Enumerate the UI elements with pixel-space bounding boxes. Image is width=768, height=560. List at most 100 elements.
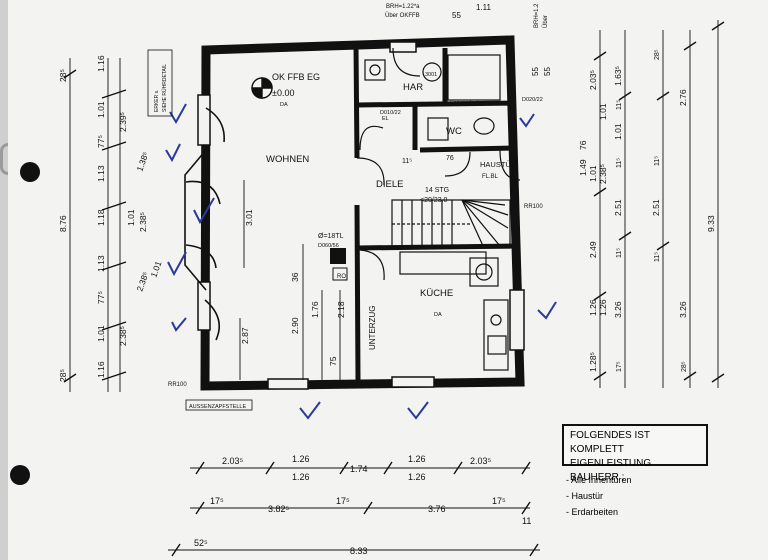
dim-label: 1.26 <box>588 299 598 316</box>
dim-label: 11⁵ <box>654 252 661 262</box>
dim-label: 2.51 <box>651 199 661 216</box>
label-ueber-right: Über <box>542 15 549 28</box>
level-da: DA <box>280 102 288 108</box>
dim-label: 28⁵ <box>681 361 688 372</box>
check-marks <box>165 103 557 420</box>
misc-labels: BRH=1.22*a Über OKFFB BRH=1.2 Über Servi… <box>147 3 549 411</box>
dim-label: 2.38⁵ <box>118 326 128 346</box>
dim-label: 52⁵ <box>194 538 208 548</box>
dim-label: 1.01 <box>96 325 106 342</box>
dim-label: 75 <box>328 356 338 366</box>
room-wc: WC <box>446 126 462 137</box>
label-aussenzapfstelle: AUSSENZAPFSTELLE <box>189 404 246 410</box>
dim-label: 28⁵ <box>654 49 661 60</box>
label-rr100-a: RR100 <box>524 204 543 210</box>
windows <box>197 41 525 390</box>
dim-label: 2.38⁵ <box>138 212 148 232</box>
dim-label: 77⁵ <box>96 135 106 148</box>
level-okffb: OK FFB EG <box>272 72 320 82</box>
dim-label: 36 <box>290 272 300 282</box>
dim-label: 1.16 <box>96 55 106 72</box>
note-list: Alle Innentüren Haustür Erdarbeiten <box>566 472 632 520</box>
dim-label: 2.39⁵ <box>118 112 128 132</box>
label-d010: D010/22 <box>380 110 401 116</box>
dim-label: 1.26 <box>292 454 310 464</box>
dim-label: 1.13 <box>96 165 106 182</box>
room-diele: DIELE <box>376 179 403 190</box>
label-rr100-b: RR100 <box>168 382 187 388</box>
dim-label: 2.87 <box>240 327 250 344</box>
note-box: FOLGENDES IST KOMPLETT EIGENLEISTUNG BAU… <box>562 424 708 483</box>
dim-label: 1.74 <box>350 464 368 474</box>
dim-label: 1.26 <box>292 472 310 482</box>
dim-label: 1.26 <box>408 472 426 482</box>
punch-hole-bottom <box>10 465 30 485</box>
dim-label: 9.33 <box>706 215 716 232</box>
dim-label: 2.03⁵ <box>470 456 492 466</box>
dim-label: 1.01 <box>148 259 163 278</box>
staircase <box>391 199 511 249</box>
dim-label: 8.33 <box>350 546 368 556</box>
dim-label: 1.16 <box>96 361 106 378</box>
label-brh-top: BRH=1.22*a <box>386 4 420 10</box>
dim-label: 1.38⁵ <box>134 150 150 172</box>
dim-label: 3.26 <box>613 301 623 318</box>
dim-label: 1.01 <box>588 165 598 182</box>
dim-label: 1.26 <box>598 299 608 316</box>
dim-label: 2.03⁵ <box>588 70 598 90</box>
dim-label: 1.63⁵ <box>613 66 623 86</box>
chimney <box>330 248 348 281</box>
dim-label: 17⁵ <box>616 361 623 372</box>
dim-label: 1.01 <box>126 209 136 226</box>
dim-label: 3.01 <box>244 209 254 226</box>
dim-label: 8.76 <box>58 215 68 232</box>
level-labels: OK FFB EG ±0.00 DA DA <box>272 72 442 318</box>
dim-label: 2.18 <box>336 301 346 318</box>
note-item: Erdarbeiten <box>566 504 632 520</box>
note-item: Alle Innentüren <box>566 472 632 488</box>
dim-label: 3.82⁵ <box>268 504 290 514</box>
dims-inner: 3.01 2.87 36 2.90 1.76 2.18 75 76 11⁵ 55… <box>240 3 492 366</box>
room-kueche: KÜCHE <box>420 288 453 299</box>
dim-label: 3.76 <box>428 504 446 514</box>
label-ueber-okffb: Über OKFFB <box>385 12 420 19</box>
label-el: EL <box>382 116 389 122</box>
bath-fixtures <box>364 54 501 141</box>
dims-bottom: 2.03⁵ 1.26 1.26 1.74 1.26 1.26 2.03⁵ 17⁵… <box>194 454 531 556</box>
dim-label: 11⁵ <box>616 100 623 110</box>
dimension-ticks <box>63 21 725 557</box>
label-service: Servicedecke <box>450 100 483 106</box>
interior-walls <box>353 45 516 381</box>
label-side-note-2: SIEHE RÜHRDETAIL <box>161 64 168 112</box>
dim-label: 2.76 <box>678 89 688 106</box>
label-brh-right: BRH=1.2 <box>534 3 540 28</box>
room-wohnen: WOHNEN <box>266 154 309 165</box>
dim-label: 55 <box>543 67 552 76</box>
label-d020: D020/22 <box>522 97 543 103</box>
dimension-lines <box>69 20 719 551</box>
dim-label: 55 <box>531 67 540 76</box>
kueche-da: DA <box>434 312 442 318</box>
dim-label: 55 <box>452 11 461 20</box>
dim-label: 1.11 <box>476 3 492 12</box>
dim-label: 2.03⁵ <box>222 456 244 466</box>
dim-label: 1.49 <box>578 159 588 176</box>
room-haustuer: HAUSTÜR <box>480 160 517 169</box>
dim-label: 11⁵ <box>654 156 661 166</box>
dim-label: 76 <box>446 155 454 162</box>
dims-left: 28⁵ 8.76 28⁵ 1.16 1.01 77⁵ 1.13 1.18 1.1… <box>58 55 164 382</box>
punch-hole-top <box>20 162 40 182</box>
dim-label: 11⁵ <box>402 158 412 165</box>
dim-label: 11 <box>522 516 531 526</box>
dim-label: 2.49 <box>588 241 598 258</box>
dim-label: 1.01 <box>598 103 608 120</box>
dim-label: 1.18 <box>96 209 106 226</box>
dim-label: 77⁵ <box>96 291 106 304</box>
dim-label: 1.28⁵ <box>588 352 598 372</box>
dim-label: 1.76 <box>310 301 320 318</box>
dim-label: 28⁵ <box>58 369 68 382</box>
bay-window <box>184 107 225 341</box>
dim-label: 1.01 <box>96 101 106 118</box>
